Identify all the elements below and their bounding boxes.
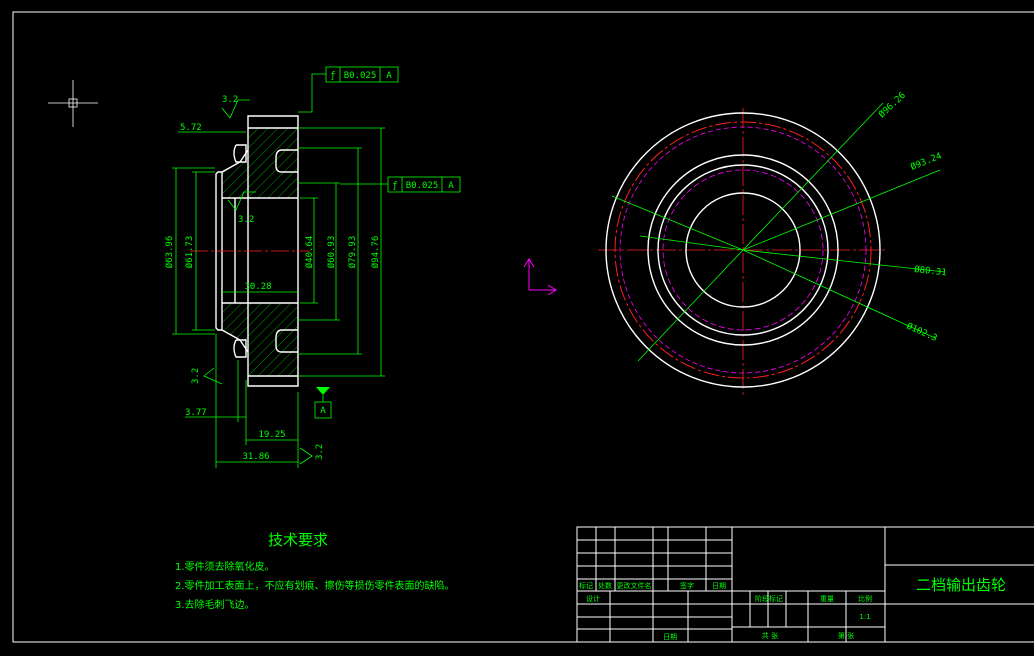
- roughness-mid: 3.2: [238, 215, 254, 225]
- circle-pitch: [614, 121, 872, 379]
- tb-label-stage-mark: 阶段标记: [755, 594, 783, 603]
- circle-root: [619, 126, 867, 374]
- dim-79-93: Ø79.93: [347, 236, 358, 269]
- roughness-left: 3.2: [191, 368, 201, 384]
- tb-label-doc: 更改文件名: [617, 581, 652, 590]
- section-view[interactable]: Ø63.96 Ø61.73 Ø40.64 Ø60.93 Ø79.93 Ø94.7…: [164, 66, 461, 468]
- section-outline: [215, 115, 299, 387]
- tb-label-sheet-no: 第 张: [838, 631, 854, 640]
- roughness-top: 3.2: [222, 95, 238, 105]
- circle-outer: [605, 112, 881, 388]
- crosshair-cursor-icon: [48, 80, 98, 127]
- dim-63-96: Ø63.96: [164, 236, 175, 269]
- dim-lines-horizontal: [178, 131, 299, 468]
- section-hatch-lower: [222, 303, 298, 376]
- tolerance-datum-2: A: [448, 181, 454, 191]
- tolerance-frame-1: [298, 66, 399, 113]
- notes-item-3: 3.去除毛刺飞边。: [175, 598, 255, 611]
- tolerance-value-1: B0.025: [344, 71, 377, 81]
- datum-marker-icon: [314, 387, 332, 419]
- dim-60-93: Ø60.93: [326, 236, 337, 269]
- roughness-bottom: 3.2: [315, 444, 325, 460]
- dim-30-28: 30.28: [244, 282, 271, 292]
- tb-label-sign: 签字: [680, 581, 694, 590]
- datum-marker-label: A: [320, 406, 326, 416]
- front-view[interactable]: Ø96.26 Ø93.24 Ø80.31 Ø102.3: [598, 90, 947, 396]
- tb-scale-value: 1:1: [859, 613, 870, 621]
- drawing-border: [12, 11, 1034, 643]
- circle-groove-dash: [662, 169, 824, 331]
- notes-item-1: 1.零件须去除氧化皮。: [175, 560, 275, 573]
- dim-lines-left: [172, 167, 215, 335]
- technical-notes: 技术要求 1.零件须去除氧化皮。 2.零件加工表面上，不应有划痕、擦伤等损伤零件…: [175, 531, 455, 611]
- dim-61-73: Ø61.73: [184, 236, 195, 269]
- dim-40-64: Ø40.64: [304, 236, 315, 269]
- dim-circle-93-24: Ø93.24: [909, 150, 943, 172]
- front-leader-lines: [611, 102, 946, 362]
- dim-19-25: 19.25: [258, 430, 285, 440]
- tolerance-value-2: B0.025: [406, 181, 439, 191]
- dim-circle-80-31: Ø80.31: [914, 264, 947, 278]
- tb-label-scale: 比例: [858, 594, 872, 603]
- tolerance-symbol-2: ƒ: [392, 181, 397, 191]
- dim-94-76: Ø94.76: [370, 236, 381, 269]
- tb-label-mark: 标记: [579, 581, 593, 590]
- tb-label-weight: 重量: [820, 595, 834, 603]
- dim-lines-right: [298, 127, 385, 377]
- tb-label-date2: 日期: [663, 633, 677, 641]
- circle-mid: [647, 154, 839, 346]
- tb-label-count: 处数: [598, 581, 612, 590]
- title-block: [576, 526, 1034, 643]
- dim-3-77: 3.77: [185, 408, 207, 418]
- dim-circle-102-3: Ø102.3: [905, 321, 939, 344]
- tolerance-frame-2: [340, 176, 461, 193]
- roughness-symbol-icon: [203, 99, 313, 465]
- circle-groove: [657, 164, 829, 336]
- tolerance-datum-1: A: [386, 71, 392, 81]
- tb-part-name: 二档输出齿轮: [916, 576, 1006, 594]
- section-hatch-upper: [222, 128, 298, 198]
- notes-item-2: 2.零件加工表面上，不应有划痕、擦伤等损伤零件表面的缺陷。: [175, 579, 455, 592]
- tb-label-date: 日期: [712, 582, 726, 590]
- ucs-axis-icon: [523, 258, 557, 296]
- tb-label-sheets-total: 共 张: [762, 631, 778, 640]
- tb-label-design: 设计: [586, 594, 600, 603]
- tolerance-symbol-1: ƒ: [330, 71, 335, 81]
- dim-5-72: 5.72: [180, 123, 202, 133]
- notes-heading: 技术要求: [268, 531, 328, 549]
- dim-31-86: 31.86: [242, 452, 269, 462]
- circle-bore: [685, 192, 801, 308]
